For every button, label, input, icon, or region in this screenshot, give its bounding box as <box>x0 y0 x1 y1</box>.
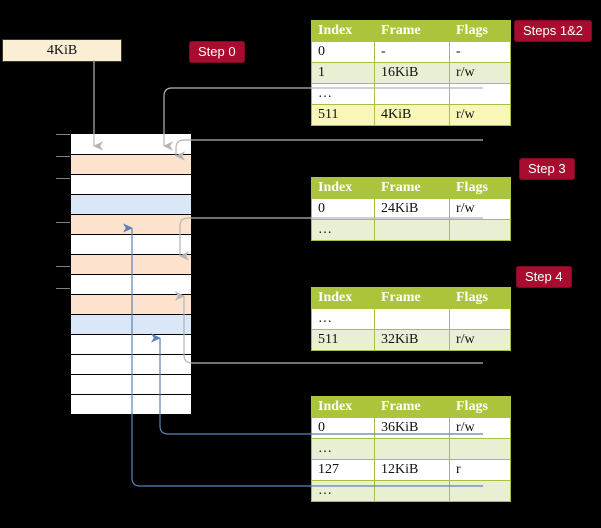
memory-tick <box>56 156 70 157</box>
table-row: 0-- <box>311 41 511 63</box>
memory-frame-row <box>71 234 191 254</box>
memory-frame-row <box>71 254 191 274</box>
memory-tick <box>56 288 70 289</box>
table-cell: 127 <box>311 459 375 481</box>
column-header-flags: Flags <box>449 20 511 42</box>
table-cell: … <box>311 219 375 241</box>
memory-frame-row <box>71 314 191 334</box>
table-cell: … <box>311 308 375 330</box>
table-cell: 24KiB <box>374 198 450 220</box>
table-cell: 12KiB <box>374 459 450 481</box>
table-cell: r/w <box>449 329 511 351</box>
column-header-frame: Frame <box>374 396 450 418</box>
table-cell <box>374 219 450 241</box>
memory-frame-row <box>71 294 191 314</box>
memory-frame-row <box>71 194 191 214</box>
badge-step-4-label: Step 4 <box>525 269 563 284</box>
table-cell: … <box>311 83 375 105</box>
table-cell: … <box>311 438 375 460</box>
table-row: … <box>311 308 511 330</box>
table-cell: 32KiB <box>374 329 450 351</box>
table-row: … <box>311 438 511 460</box>
memory-tick <box>56 266 70 267</box>
memory-frame-row <box>71 174 191 194</box>
table-row: … <box>311 219 511 241</box>
column-header-frame: Frame <box>374 287 450 309</box>
table-cell: - <box>449 41 511 63</box>
column-header-frame: Frame <box>374 20 450 42</box>
memory-tick <box>56 134 70 135</box>
table-cell: 0 <box>311 198 375 220</box>
table-row: … <box>311 83 511 105</box>
badge-step-0: Step 0 <box>189 41 245 63</box>
table-cell: 16KiB <box>374 62 450 84</box>
source-frame-label: 4KiB <box>46 43 78 58</box>
table-cell: r/w <box>449 104 511 126</box>
table-cell: r <box>449 459 511 481</box>
table-cell <box>449 83 511 105</box>
memory-frame-row <box>71 274 191 294</box>
badge-step-0-label: Step 0 <box>198 44 236 59</box>
column-header-index: Index <box>311 287 375 309</box>
badge-step-3: Step 3 <box>519 158 575 180</box>
column-header-flags: Flags <box>449 177 511 199</box>
source-frame-box: 4KiB <box>2 39 122 62</box>
column-header-index: Index <box>311 396 375 418</box>
physical-memory-column <box>70 133 191 414</box>
table-cell: 511 <box>311 329 375 351</box>
table-cell <box>374 83 450 105</box>
column-header-index: Index <box>311 20 375 42</box>
memory-frame-row <box>71 154 191 174</box>
memory-tick <box>56 222 70 223</box>
table-cell: r/w <box>449 417 511 439</box>
badge-steps-1-2: Steps 1&2 <box>514 20 592 42</box>
table-cell: 511 <box>311 104 375 126</box>
table-cell: r/w <box>449 62 511 84</box>
table-cell: - <box>374 41 450 63</box>
memory-frame-row <box>71 354 191 374</box>
table-cell <box>449 480 511 502</box>
column-header-flags: Flags <box>449 396 511 418</box>
memory-frame-row <box>71 374 191 394</box>
table-cell: 0 <box>311 417 375 439</box>
memory-frame-row <box>71 134 191 154</box>
memory-frame-row <box>71 214 191 234</box>
table-cell <box>374 308 450 330</box>
table-cell: … <box>311 480 375 502</box>
memory-frame-row <box>71 334 191 354</box>
badge-step-4: Step 4 <box>516 266 572 288</box>
memory-tick <box>56 178 70 179</box>
table-cell <box>449 438 511 460</box>
table-cell: 1 <box>311 62 375 84</box>
badge-step-3-label: Step 3 <box>528 161 566 176</box>
table-cell: 36KiB <box>374 417 450 439</box>
memory-frame-row <box>71 394 191 414</box>
column-header-frame: Frame <box>374 177 450 199</box>
badge-steps-1-2-label: Steps 1&2 <box>523 23 583 38</box>
table-cell <box>374 480 450 502</box>
column-header-flags: Flags <box>449 287 511 309</box>
table-row: … <box>311 480 511 502</box>
table-cell: 0 <box>311 41 375 63</box>
table-cell: 4KiB <box>374 104 450 126</box>
table-cell: r/w <box>449 198 511 220</box>
table-cell <box>449 308 511 330</box>
table-cell <box>374 438 450 460</box>
column-header-index: Index <box>311 177 375 199</box>
table-cell <box>449 219 511 241</box>
